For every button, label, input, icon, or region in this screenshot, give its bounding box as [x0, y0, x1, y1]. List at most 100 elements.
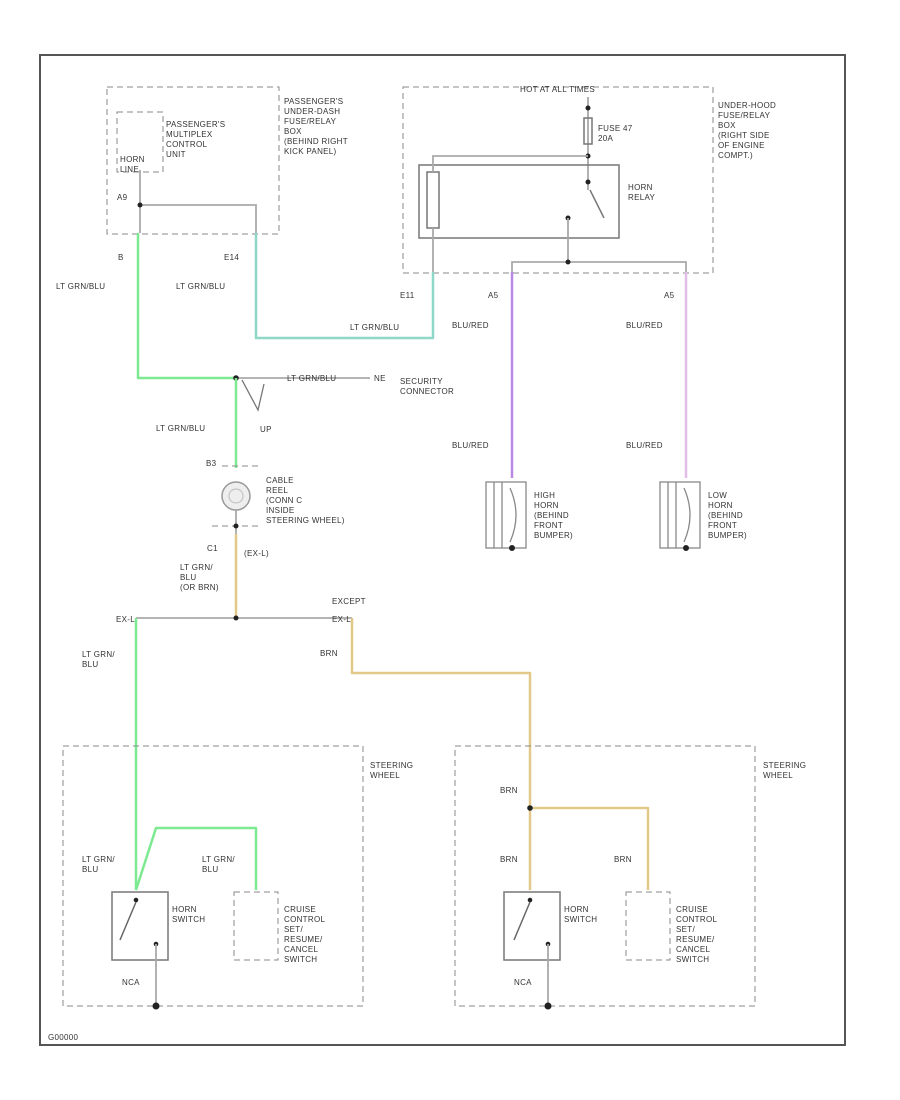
wire-color-label: BRN — [500, 855, 518, 864]
label-line: SWITCH — [284, 955, 317, 964]
wire-color-label: BLU/RED — [452, 321, 489, 330]
steering-wheel-left-boundary — [62, 745, 364, 1007]
label-line: PASSENGER'S — [166, 120, 225, 129]
label-line: INSIDE — [266, 506, 294, 515]
label-line: SET/ — [676, 925, 695, 934]
coil-feed-wire — [432, 155, 588, 172]
wire-lt-grn-blu-cruise-l — [134, 826, 258, 891]
steering-wheel-right-boundary — [454, 745, 756, 1007]
pin-e14-label: E14 — [224, 253, 239, 262]
security-switch-arm — [241, 379, 265, 412]
label-line: HORN — [534, 501, 559, 510]
except-label: EXCEPT — [332, 597, 366, 606]
wire-color-label-2: BLU — [82, 660, 98, 669]
label-line: SWITCH — [676, 955, 709, 964]
horn-switch-label: HORN — [564, 905, 589, 914]
splice-point — [527, 805, 533, 811]
high-horn-label: HIGH HORN (BEHIND FRONT BUMPER) — [534, 491, 573, 540]
wire-color-label: BRN — [614, 855, 632, 864]
steering-wheel-label: STEERING — [370, 761, 413, 770]
wire-color-label: LT GRN/ — [82, 855, 115, 864]
horn-switch-label-2: SWITCH — [172, 915, 205, 924]
wire-color-label: LT GRN/ — [202, 855, 235, 864]
under-hood-fuse-box-boundary — [402, 86, 714, 274]
wire-lt-grn-blu-b — [136, 233, 236, 380]
label-line: (BEHIND — [534, 511, 569, 520]
high-horn — [485, 481, 527, 551]
ground-point-right — [544, 1002, 552, 1010]
pin-c1-label: C1 — [207, 544, 218, 553]
horn-switch-label-2: SWITCH — [564, 915, 597, 924]
label-line: LOW — [708, 491, 727, 500]
label-line: FRONT — [708, 521, 737, 530]
splice-point — [233, 615, 239, 621]
cable-reel-terminal — [233, 523, 239, 529]
horn-relay — [418, 164, 620, 239]
label-line: FRONT — [534, 521, 563, 530]
cable-reel — [221, 481, 251, 511]
switch-contact — [133, 897, 139, 903]
pin-e11-label: E11 — [400, 291, 415, 300]
label-line: STEERING WHEEL) — [266, 516, 345, 525]
label-line: CANCEL — [284, 945, 319, 954]
fuse-label: FUSE 47 — [598, 124, 633, 133]
label-line: CONTROL — [166, 140, 207, 149]
switch-arm — [119, 901, 137, 941]
internal-wire-horn-bus — [511, 261, 687, 272]
fuse-rating-label: 20A — [598, 134, 613, 143]
hot-at-all-times-label: HOT AT ALL TIMES — [520, 85, 595, 94]
ex-l-label: (EX-L) — [244, 549, 269, 558]
label-line: UNDER-DASH — [284, 107, 340, 116]
nca-label: NCA — [514, 978, 532, 987]
ground-point-left — [152, 1002, 160, 1010]
label-line: (BEHIND RIGHT — [284, 137, 348, 146]
steering-wheel-label: STEERING — [763, 761, 806, 770]
cruise-switch-right-label: CRUISE CONTROL SET/ RESUME/ CANCEL SWITC… — [676, 905, 717, 964]
security-connector-label: SECURITY — [400, 377, 443, 386]
wire-color-label-3: (OR BRN) — [180, 583, 219, 592]
label-line: MULTIPLEX — [166, 130, 213, 139]
horn-switch-label: HORN — [172, 905, 197, 914]
cable-reel-label: CABLE REEL (CONN C INSIDE STEERING WHEEL… — [266, 476, 345, 525]
relay-coil — [426, 171, 440, 229]
label-line: REEL — [266, 486, 288, 495]
steering-wheel-label-2: WHEEL — [763, 771, 793, 780]
figure-id: G00000 — [48, 1033, 79, 1042]
security-connector-label-2: CONNECTOR — [400, 387, 454, 396]
low-horn — [659, 481, 701, 551]
wire-color-label: BLU/RED — [452, 441, 489, 450]
wire-brn-cruise-r — [530, 806, 650, 890]
label-line: KICK PANEL) — [284, 147, 337, 156]
pin-b3-label: B3 — [206, 459, 217, 468]
security-ne-label: NE — [374, 374, 386, 383]
except-label-2: EX-L — [332, 615, 351, 624]
wire-color-label: BLU/RED — [626, 321, 663, 330]
label-line: FUSE/RELAY — [718, 111, 771, 120]
internal-wire-e14 — [140, 204, 257, 233]
steering-wheel-label-2: WHEEL — [370, 771, 400, 780]
label-line: BUMPER) — [534, 531, 573, 540]
label-line: SET/ — [284, 925, 303, 934]
label-line: BOX — [718, 121, 736, 130]
fuse-47 — [583, 117, 593, 145]
splice-point — [565, 259, 571, 265]
horn-relay-label-2: RELAY — [628, 193, 656, 202]
label-line: (CONN C — [266, 496, 302, 505]
wire-color-label: LT GRN/ — [82, 650, 115, 659]
wire-color-label: BRN — [500, 786, 518, 795]
label-line: UNDER-HOOD — [718, 101, 776, 110]
wire-color-label: BRN — [320, 649, 338, 658]
label-line: COMPT.) — [718, 151, 753, 160]
label-line: UNIT — [166, 150, 186, 159]
cable-reel-hub — [228, 488, 244, 504]
horn-relay-label: HORN — [628, 183, 653, 192]
label-line: FUSE/RELAY — [284, 117, 337, 126]
label-line: CRUISE — [284, 905, 316, 914]
label-line: RESUME/ — [284, 935, 323, 944]
horn-switch-right — [503, 891, 561, 961]
label-line: CONTROL — [676, 915, 717, 924]
label-line: BOX — [284, 127, 302, 136]
label-line: HIGH — [534, 491, 555, 500]
passenger-fuse-box-boundary — [106, 86, 280, 235]
